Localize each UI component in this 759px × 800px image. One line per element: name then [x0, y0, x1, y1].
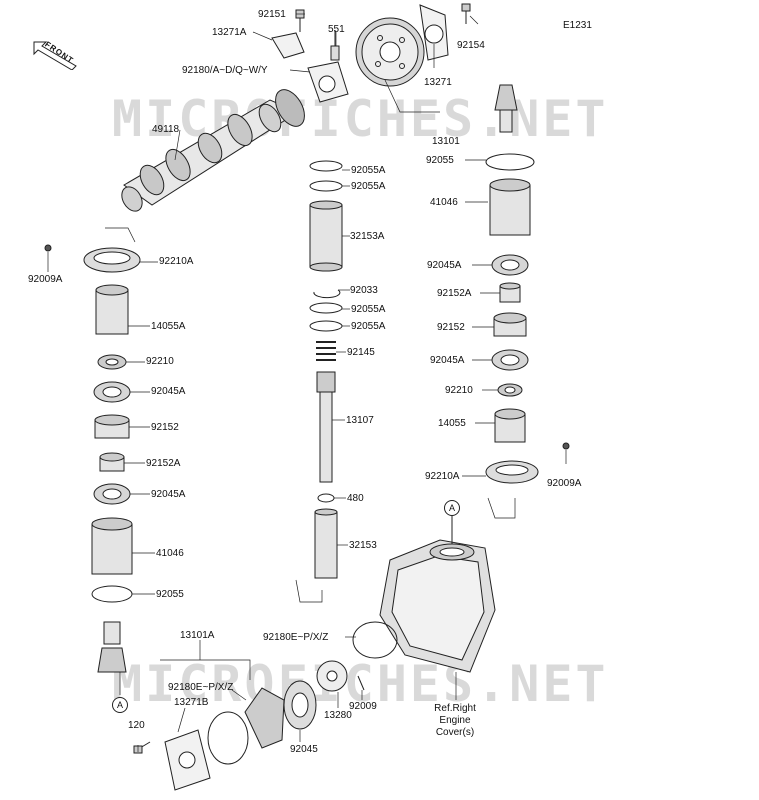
part-92154[interactable]: 92154: [457, 40, 485, 51]
watermark-top: MICROFICHES.NET: [112, 90, 609, 148]
part-41046-right[interactable]: 41046: [430, 197, 458, 208]
part-92152A-right[interactable]: 92152A: [437, 288, 472, 299]
diagram-code: E1231: [563, 20, 592, 31]
part-92055A-4[interactable]: 92055A: [351, 321, 386, 332]
bottom-assembly-drawing: [133, 680, 317, 791]
part-32153A[interactable]: 32153A: [350, 231, 385, 242]
part-92152A-left[interactable]: 92152A: [146, 458, 181, 469]
cam-gear-drawing: [271, 3, 471, 103]
watermark-bottom: MICROFICHES.NET: [112, 655, 609, 713]
part-92180E-2[interactable]: 92180E~P/X/Z: [168, 682, 234, 693]
part-92045A-right-2[interactable]: 92045A: [430, 355, 465, 366]
part-92033[interactable]: 92033: [350, 285, 378, 296]
bevel-pinion-drawing: [494, 84, 518, 133]
part-13101[interactable]: 13101: [432, 136, 460, 147]
part-14055[interactable]: 14055: [438, 418, 466, 429]
part-92151[interactable]: 92151: [258, 9, 286, 20]
front-direction-arrow: FRONT: [32, 40, 78, 71]
part-92152-left[interactable]: 92152: [151, 422, 179, 433]
part-41046-left[interactable]: 41046: [156, 548, 184, 559]
part-92145[interactable]: 92145: [347, 347, 375, 358]
front-arrow-icon: [33, 41, 77, 71]
part-13271A[interactable]: 13271A: [212, 27, 247, 38]
part-92055A-1[interactable]: 92055A: [351, 165, 386, 176]
part-551[interactable]: 551: [328, 24, 345, 35]
right-stack-drawing: [485, 153, 570, 484]
part-92045A-left-1[interactable]: 92045A: [151, 386, 186, 397]
part-14055A[interactable]: 14055A: [151, 321, 186, 332]
camshaft-drawing: [121, 89, 305, 212]
part-92180E-1[interactable]: 92180E~P/X/Z: [263, 632, 329, 643]
ref-note-line-2: Engine: [439, 715, 471, 726]
ref-engine-cover-note: Ref.Right Engine Cover(s): [420, 703, 490, 739]
part-13280[interactable]: 13280: [324, 710, 352, 721]
part-92055A-3[interactable]: 92055A: [351, 304, 386, 315]
part-92045A-right-1[interactable]: 92045A: [427, 260, 462, 271]
part-92180A[interactable]: 92180/A~D/Q~W/Y: [182, 65, 268, 76]
left-stack-drawing: [44, 244, 141, 673]
part-13271B[interactable]: 13271B: [174, 697, 209, 708]
part-92045[interactable]: 92045: [290, 744, 318, 755]
part-92210A-left[interactable]: 92210A: [159, 256, 194, 267]
part-92210A-right[interactable]: 92210A: [425, 471, 460, 482]
ref-circle-a-shaft: A: [112, 697, 128, 713]
engine-cover-drawing: [316, 512, 496, 692]
ref-note-line-1: Ref.Right: [434, 703, 476, 714]
ref-circle-a-housing: A: [444, 500, 460, 516]
part-92055A-2[interactable]: 92055A: [351, 181, 386, 192]
ref-note-line-3: Cover(s): [435, 727, 475, 738]
part-92009A-left[interactable]: 92009A: [28, 274, 63, 285]
part-13101A[interactable]: 13101A: [180, 630, 215, 641]
part-92009A-right[interactable]: 92009A: [547, 478, 582, 489]
leader-lines: [47, 13, 567, 752]
part-13107[interactable]: 13107: [346, 415, 374, 426]
part-480[interactable]: 480: [347, 493, 364, 504]
part-92055-right[interactable]: 92055: [426, 155, 454, 166]
part-92210-right[interactable]: 92210: [445, 385, 473, 396]
part-92210-left[interactable]: 92210: [146, 356, 174, 367]
part-49118[interactable]: 49118: [152, 124, 180, 135]
part-13271[interactable]: 13271: [424, 77, 452, 88]
part-92152-right[interactable]: 92152: [437, 322, 465, 333]
part-92055-left[interactable]: 92055: [156, 589, 184, 600]
part-92009[interactable]: 92009: [349, 701, 377, 712]
part-120[interactable]: 120: [128, 720, 145, 731]
part-32153[interactable]: 32153: [349, 540, 377, 551]
part-92045A-left-2[interactable]: 92045A: [151, 489, 186, 500]
